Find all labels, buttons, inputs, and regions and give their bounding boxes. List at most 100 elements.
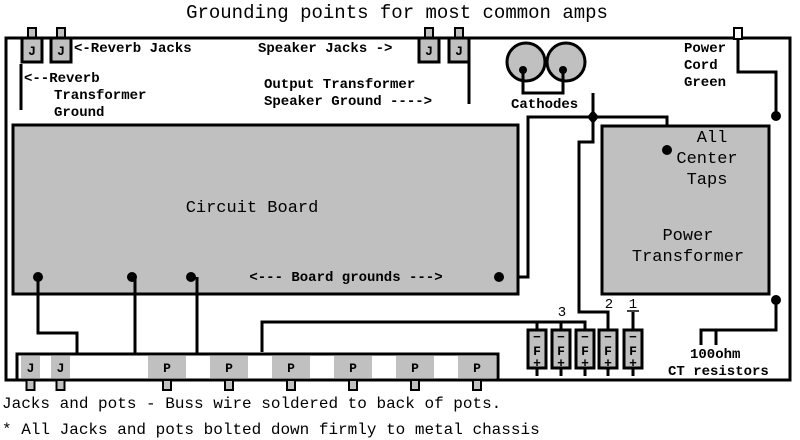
pot-lug bbox=[286, 379, 296, 391]
diagram-title: Grounding points for most common amps bbox=[186, 2, 608, 24]
pot-letter: P bbox=[287, 361, 295, 376]
center-tap-point bbox=[662, 145, 672, 155]
bottom-jack-2: J bbox=[51, 356, 70, 391]
board-ground-point-3 bbox=[186, 272, 196, 282]
pot-lug bbox=[162, 379, 172, 391]
pot-lug bbox=[224, 379, 234, 391]
power-transformer-label-line2: Transformer bbox=[632, 248, 744, 267]
filter-cap-2: −F+ bbox=[550, 328, 572, 376]
bottom-jack-1: J bbox=[21, 356, 40, 391]
power-cord-label-line1: Power bbox=[684, 41, 726, 57]
pot-7: P bbox=[396, 356, 434, 391]
reverb-jacks-label: <-Reverb Jacks bbox=[74, 41, 192, 57]
output-transformer-label-line1: Output Transformer bbox=[264, 77, 415, 93]
board-ground-point-4 bbox=[494, 272, 504, 282]
filter-cap-3: −F+ bbox=[574, 328, 596, 376]
output-transformer-label-line2: Speaker Ground ----> bbox=[264, 94, 432, 110]
buss-wire-bar bbox=[15, 352, 500, 382]
power-transformer-label-line1: Power bbox=[662, 227, 713, 246]
jack-letter: J bbox=[455, 44, 463, 59]
filter-cap-plus: + bbox=[604, 356, 612, 371]
ct-resistors-label-line2: CT resistors bbox=[668, 364, 769, 380]
ct-resistors-label-line1: 100ohm bbox=[690, 347, 740, 363]
tube-1 bbox=[505, 41, 547, 83]
filter-cap-1: −F+ bbox=[526, 328, 548, 376]
pot-letter: P bbox=[225, 361, 233, 376]
board-to-buss-wire-1 bbox=[36, 277, 79, 354]
pot-letter: P bbox=[411, 361, 419, 376]
power-transformer bbox=[600, 124, 771, 296]
circuit-board bbox=[11, 123, 520, 296]
pot-body bbox=[458, 356, 496, 378]
pot-body bbox=[210, 356, 248, 378]
center-taps-label-line1: All bbox=[697, 129, 728, 148]
circuit-board-label: Circuit Board bbox=[186, 199, 319, 218]
jack-letter: J bbox=[57, 361, 65, 376]
pot-3: P bbox=[148, 356, 186, 391]
jack-letter: J bbox=[28, 44, 36, 59]
jack-body bbox=[20, 36, 44, 64]
filter-cap-5: −F+ bbox=[622, 328, 644, 376]
note-buss-wire: Jacks and pots - Buss wire soldered to b… bbox=[2, 395, 501, 413]
filter-cap-plus: + bbox=[629, 356, 637, 371]
filter-cap-minus: − bbox=[604, 330, 612, 345]
filter-cap-letter: F bbox=[533, 344, 541, 359]
reverb-transformer-label-line2: Transformer bbox=[54, 88, 146, 104]
pot-body bbox=[148, 356, 186, 378]
speaker-jack-1: J bbox=[417, 27, 441, 64]
cathodes-label: Cathodes bbox=[511, 97, 578, 113]
filter-cap-plus: + bbox=[533, 356, 541, 371]
filter-cap-4: −F+ bbox=[597, 328, 619, 376]
pot-lug bbox=[348, 379, 358, 391]
filter-cap-minus: − bbox=[629, 330, 637, 345]
tube-2 bbox=[545, 41, 587, 83]
filter-cap-wire-3 bbox=[260, 320, 587, 352]
jack-body bbox=[49, 36, 73, 64]
filter-cap-letter: F bbox=[604, 344, 612, 359]
jack-body bbox=[21, 356, 40, 378]
speaker-jack-2: J bbox=[447, 27, 471, 64]
power-cord-ground-point bbox=[771, 111, 781, 121]
jack-letter: J bbox=[425, 44, 433, 59]
pot-letter: P bbox=[163, 361, 171, 376]
filter-cap-letter: F bbox=[629, 344, 637, 359]
filter-cap-minus: − bbox=[557, 330, 565, 345]
reverb-jack-1: J bbox=[20, 27, 44, 64]
filter-number-2: 2 bbox=[605, 297, 613, 313]
center-taps-label-line2: Center bbox=[676, 150, 737, 169]
board-grounds-label: <--- Board grounds ---> bbox=[249, 270, 442, 286]
filter-cap-plus: + bbox=[581, 356, 589, 371]
pot-body bbox=[396, 356, 434, 378]
pot-body bbox=[272, 356, 310, 378]
power-cord-entry bbox=[733, 27, 743, 40]
reverb-jack-2: J bbox=[49, 27, 73, 64]
jack-body bbox=[417, 36, 441, 64]
pot-letter: P bbox=[349, 361, 357, 376]
reverb-transformer-label-line3: Ground bbox=[54, 105, 104, 121]
cathode-wire-top bbox=[521, 70, 565, 95]
pot-8: P bbox=[458, 356, 496, 391]
jack-lug bbox=[55, 379, 66, 391]
filter-cap-letter: F bbox=[581, 344, 589, 359]
pot-body bbox=[334, 356, 372, 378]
jack-letter: J bbox=[27, 361, 35, 376]
reverb-transformer-label-line1: <--Reverb bbox=[24, 71, 100, 87]
pot-lug bbox=[472, 379, 482, 391]
speaker-jacks-label: Speaker Jacks -> bbox=[258, 41, 392, 57]
filter-cap-plus: + bbox=[557, 356, 565, 371]
pot-lug bbox=[410, 379, 420, 391]
filter-cap-letter: F bbox=[557, 344, 565, 359]
filter-number-1: 1 bbox=[629, 297, 637, 313]
filter-cap-minus: − bbox=[581, 330, 589, 345]
power-cord-green-wire bbox=[736, 38, 778, 116]
pot-letter: P bbox=[473, 361, 481, 376]
jack-letter: J bbox=[57, 44, 65, 59]
jack-lug bbox=[25, 379, 36, 391]
filter-cap-minus: − bbox=[533, 330, 541, 345]
filter-number-3: 3 bbox=[558, 305, 566, 321]
power-cord-label-line2: Cord bbox=[684, 58, 718, 74]
jack-body bbox=[447, 36, 471, 64]
note-bolted-down: * All Jacks and pots bolted down firmly … bbox=[2, 421, 540, 439]
filter-cap-wire-2 bbox=[577, 117, 610, 330]
